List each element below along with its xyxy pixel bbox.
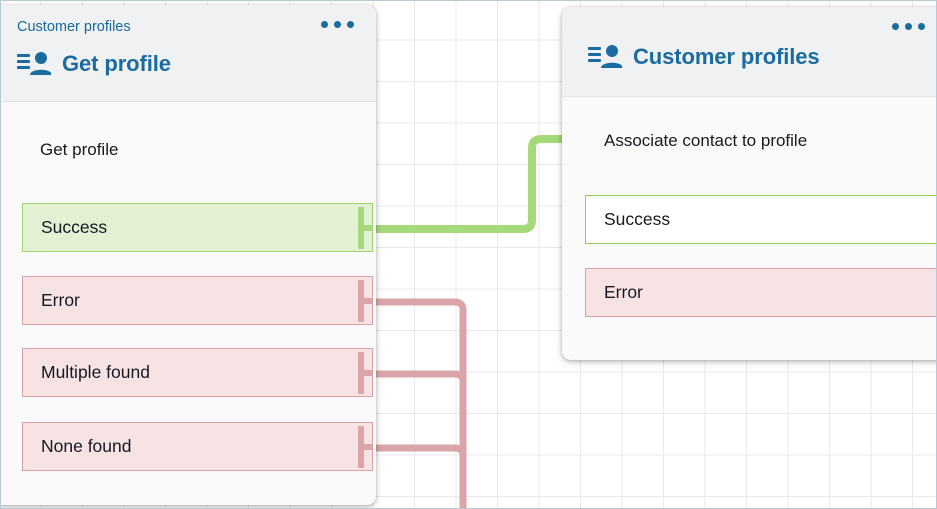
row-none-found[interactable]: None found (22, 422, 373, 471)
card-eyebrow: Customer profiles (17, 19, 131, 35)
row-error[interactable]: Error (22, 276, 373, 325)
card-body: Associate contact to profile Success Err… (562, 97, 936, 360)
row-label: Multiple found (41, 362, 150, 382)
action-label: Get profile (40, 140, 119, 159)
dot (918, 23, 925, 30)
handle-nub (358, 297, 373, 304)
connector-handle-success[interactable] (358, 206, 373, 249)
row-error[interactable]: Error (585, 268, 936, 317)
dot (905, 23, 912, 30)
row-success[interactable]: Success (585, 195, 936, 244)
row-label: Error (604, 282, 643, 302)
success-connector-path (372, 135, 569, 233)
card-header: Customer profiles Get profile (1, 5, 376, 102)
contact-profile-icon (17, 52, 51, 75)
row-label: Success (604, 209, 671, 229)
connector-handle-none-found[interactable] (358, 425, 373, 468)
error-connectors (372, 298, 467, 508)
card-get-profile[interactable]: Customer profiles Get profile Get profil… (1, 5, 376, 505)
dot (334, 21, 341, 28)
error-connector-path (372, 298, 467, 508)
more-options-icon[interactable] (321, 21, 354, 28)
card-title: Customer profiles (633, 43, 820, 69)
card-associate-contact-to-profile[interactable]: Customer profiles Associate contact to p… (562, 7, 936, 360)
dot (347, 21, 354, 28)
handle-nub (358, 224, 373, 231)
card-header: Customer profiles (562, 7, 936, 97)
multiple-found-connector-path (372, 370, 467, 508)
card-title-row: Customer profiles (588, 44, 820, 70)
dot (892, 23, 899, 30)
handle-nub (358, 369, 373, 376)
card-title: Get profile (62, 51, 171, 76)
row-label: None found (41, 436, 132, 456)
dot (321, 21, 328, 28)
handle-nub (358, 443, 373, 450)
row-success[interactable]: Success (22, 203, 373, 252)
success-connector (372, 135, 569, 233)
card-body: Get profile Success Error Multiple fo (1, 102, 376, 505)
more-options-icon[interactable] (892, 23, 925, 30)
row-label: Error (41, 290, 80, 310)
contact-profile-icon (588, 44, 622, 68)
connector-handle-error[interactable] (358, 279, 373, 322)
row-multiple-found[interactable]: Multiple found (22, 348, 373, 397)
action-label: Associate contact to profile (604, 131, 808, 150)
row-label: Success (41, 217, 108, 237)
card-title-row: Get profile (17, 51, 360, 77)
connector-handle-multiple-found[interactable] (358, 351, 373, 394)
none-found-connector-path (372, 444, 467, 508)
